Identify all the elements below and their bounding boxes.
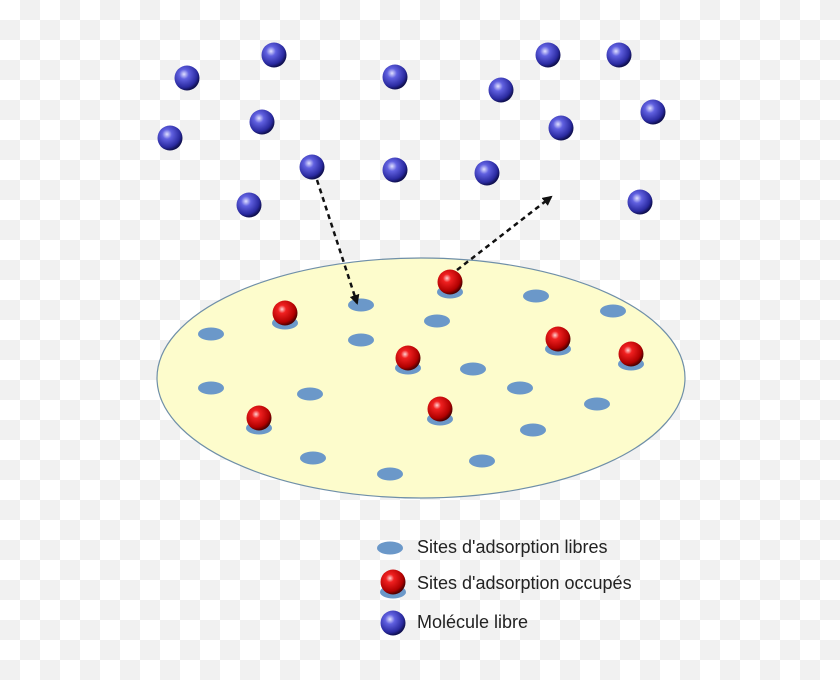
free-site: [198, 381, 224, 395]
free-molecule-icon: [380, 610, 406, 636]
adsorbed-molecule: [272, 300, 298, 326]
free-molecule: [548, 115, 574, 141]
free-molecule: [157, 125, 183, 151]
free-site: [198, 327, 224, 341]
free-site: [348, 298, 374, 312]
adsorbed-molecule: [246, 405, 272, 431]
free-molecule: [249, 109, 275, 135]
free-molecule: [174, 65, 200, 91]
free-molecule: [382, 157, 408, 183]
adsorption-arrow: [315, 179, 360, 305]
adsorbed-molecule: [395, 345, 421, 371]
free-molecule: [535, 42, 561, 68]
free-site: [300, 451, 326, 465]
adsorbed-molecule: [545, 326, 571, 352]
free-site: [600, 304, 626, 318]
adsorbed-molecule: [427, 396, 453, 422]
adsorbed-molecule: [437, 269, 463, 295]
adsorption-surface: [156, 257, 686, 499]
legend-label-free-molecule: Molécule libre: [417, 612, 529, 632]
free-site: [507, 381, 533, 395]
free-molecule: [236, 192, 262, 218]
free-molecule: [488, 77, 514, 103]
free-site: [460, 362, 486, 376]
free-site: [469, 454, 495, 468]
free-molecule: [640, 99, 666, 125]
free-molecule: [261, 42, 287, 68]
free-site: [297, 387, 323, 401]
free-site: [584, 397, 610, 411]
free-site: [424, 314, 450, 328]
free-molecule: [627, 189, 653, 215]
desorption-arrow: [456, 195, 553, 271]
free-molecule: [382, 64, 408, 90]
free-site: [377, 467, 403, 481]
free-molecule: [474, 160, 500, 186]
free-molecule: [606, 42, 632, 68]
free-site: [348, 333, 374, 347]
legend-label-free-sites: Sites d'adsorption libres: [417, 537, 608, 557]
occupied-site-icon: [380, 569, 406, 595]
free-site-icon: [377, 541, 403, 555]
adsorbed-molecule: [618, 341, 644, 367]
free-site: [520, 423, 546, 437]
free-site: [523, 289, 549, 303]
legend-label-occupied-sites: Sites d'adsorption occupés: [417, 573, 632, 593]
free-molecule: [299, 154, 325, 180]
